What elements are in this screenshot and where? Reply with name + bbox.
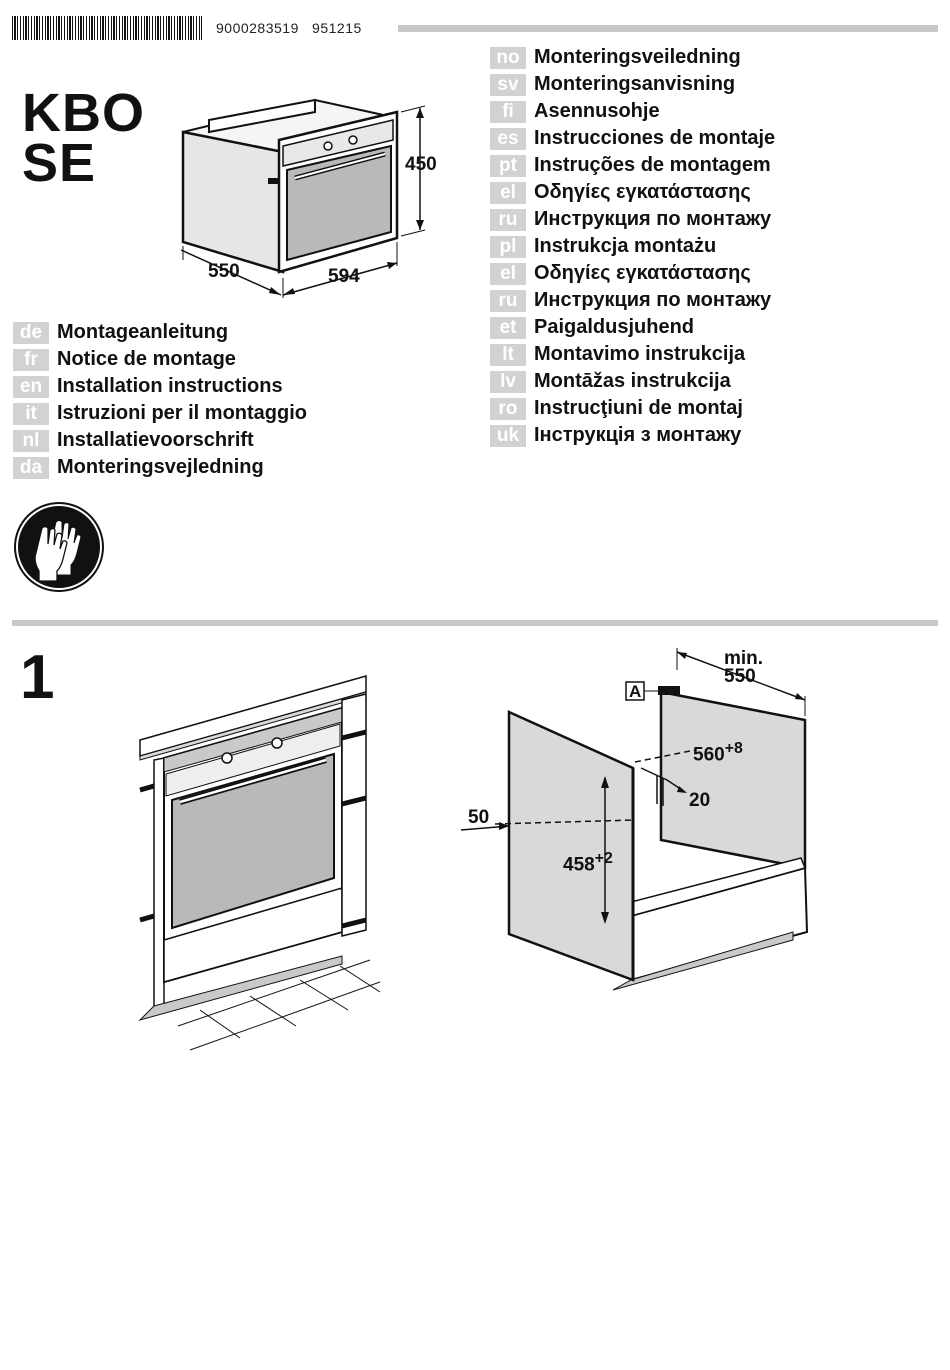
height-value: 458: [563, 854, 595, 876]
min-depth-value: 550: [724, 666, 756, 687]
gap-label: 20: [689, 790, 711, 811]
language-label: Monteringsvejledning: [57, 456, 264, 478]
language-code: fi: [490, 100, 526, 123]
language-code: no: [490, 46, 526, 69]
barcode-icon: [12, 16, 202, 40]
language-row-fi: fi Asennusohje: [490, 98, 775, 125]
language-label: Paigaldusjuhend: [534, 316, 695, 338]
gloves-icon: [14, 502, 104, 592]
section-rule: [12, 620, 938, 626]
language-code: nl: [13, 429, 49, 452]
language-row-es: es Instrucciones de montaje: [490, 125, 775, 152]
language-row-el: el Οδηγίες εγκατάστασης: [490, 179, 775, 206]
language-label: Οδηγίες εγκατάστασης: [534, 262, 751, 284]
language-row-fr: fr Notice de montage: [13, 346, 307, 373]
language-code: de: [13, 321, 49, 344]
language-label: Instrucciones de montaje: [534, 127, 776, 149]
language-label: Instrukcja montażu: [534, 235, 717, 257]
header-rule: [398, 25, 938, 32]
language-list-right: no Monteringsveiledning sv Monteringsanvisn…: [490, 44, 775, 449]
language-row-da: da Monteringsvejledning: [13, 454, 307, 481]
language-row-lt: lt Montavimo instrukcija: [490, 341, 775, 368]
min-depth-label: min. 550: [724, 648, 764, 687]
language-row-ru: ru Инструкция по монтажу: [490, 206, 775, 233]
language-code: pt: [490, 154, 526, 177]
oven-depth-label: 550: [208, 261, 240, 282]
language-code: ru: [490, 208, 526, 231]
language-row-pl: pl Instrukcja montażu: [490, 233, 775, 260]
language-label: Asennusohje: [534, 100, 660, 122]
front-offset-label: 50: [468, 807, 490, 828]
language-label: Instruções de montagem: [534, 154, 771, 176]
language-code: es: [490, 127, 526, 150]
model-line-1: KBO: [22, 83, 145, 143]
step-number: 1: [20, 643, 55, 712]
language-row-lv: lv Montāžas instrukcija: [490, 368, 775, 395]
language-label: Інструкція з монтажу: [534, 424, 742, 446]
language-label: Istruzioni per il montaggio: [57, 402, 307, 424]
language-code: it: [13, 402, 49, 425]
language-row-et: et Paigaldusjuhend: [490, 314, 775, 341]
language-code: da: [13, 456, 49, 479]
language-label: Montavimo instrukcija: [534, 343, 746, 365]
language-label: Montāžas instrukcija: [534, 370, 731, 392]
language-label: Monteringsanvisning: [534, 73, 736, 95]
language-label: Instrucţiuni de montaj: [534, 397, 743, 419]
language-code: sv: [490, 73, 526, 96]
oven-width-label: 594: [328, 266, 360, 287]
language-label: Οδηγίες εγκατάστασης: [534, 181, 751, 203]
language-label: Notice de montage: [57, 348, 236, 370]
language-row-uk: uk Інструкція з монтажу: [490, 422, 775, 449]
language-label: Monteringsveiledning: [534, 46, 741, 68]
language-code: lv: [490, 370, 526, 393]
language-code: et: [490, 316, 526, 339]
width-tolerance: +8: [724, 740, 743, 757]
model-line-2: SE: [22, 133, 97, 193]
language-row-en: en Installation instructions: [13, 373, 307, 400]
min-label: min.: [724, 648, 764, 669]
language-row-no: no Monteringsveiledning: [490, 44, 775, 71]
height-tolerance: +2: [594, 850, 613, 867]
language-code: en: [13, 375, 49, 398]
language-row-it: it Istruzioni per il montaggio: [13, 400, 307, 427]
language-row-ro: ro Instrucţiuni de montaj: [490, 395, 775, 422]
language-code: el: [490, 262, 526, 285]
language-code: el: [490, 181, 526, 204]
language-row-ru: ru Инструкция по монтажу: [490, 287, 775, 314]
language-label: Инструкция по монтажу: [534, 289, 772, 311]
language-code: ro: [490, 397, 526, 420]
language-code: ru: [490, 289, 526, 312]
oven-height-label: 450: [405, 154, 437, 175]
language-label: Инструкция по монтажу: [534, 208, 772, 230]
model-name: KBO SE: [22, 83, 145, 193]
language-code: uk: [490, 424, 526, 447]
language-code: pl: [490, 235, 526, 258]
language-label: Installation instructions: [57, 375, 283, 397]
document-number-line: 9000283519 951215: [216, 20, 362, 36]
marker-a-label: A: [629, 682, 642, 701]
language-row-pt: pt Instruções de montagem: [490, 152, 775, 179]
width-label: 560+8: [693, 740, 743, 766]
language-row-nl: nl Installatievoorschrift: [13, 427, 307, 454]
language-code: lt: [490, 343, 526, 366]
language-code: fr: [13, 348, 49, 371]
language-row-sv: sv Monteringsanvisning: [490, 71, 775, 98]
language-row-de: de Montageanleitung: [13, 319, 307, 346]
date-code: 951215: [312, 20, 362, 36]
width-value: 560: [693, 744, 725, 766]
language-label: Montageanleitung: [57, 321, 229, 343]
height-label: 458+2: [563, 850, 613, 876]
language-label: Installatievoorschrift: [57, 429, 254, 451]
oven-illustration: [180, 98, 426, 298]
document-number: 9000283519: [216, 20, 299, 36]
installed-oven-illustration: [138, 675, 380, 1051]
language-row-el: el Οδηγίες εγκατάστασης: [490, 260, 775, 287]
niche-dimension-drawing: [460, 648, 809, 991]
